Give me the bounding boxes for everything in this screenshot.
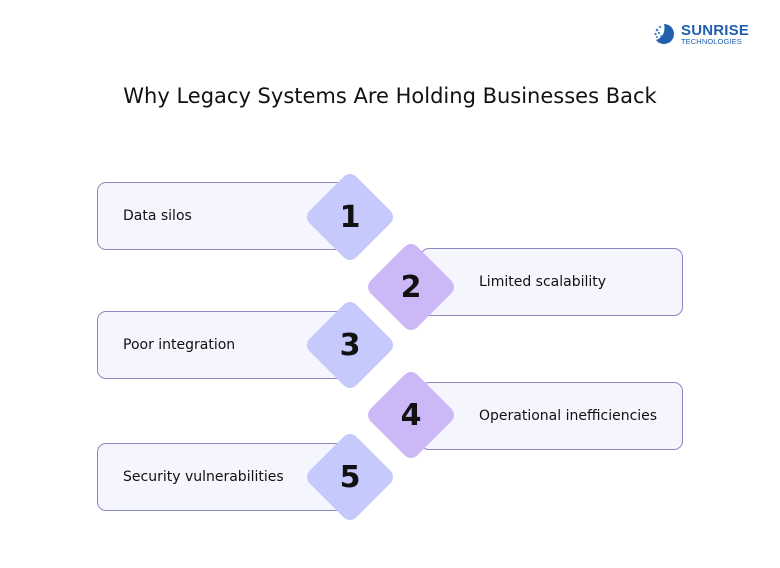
page-title: Why Legacy Systems Are Holding Businesse… xyxy=(123,84,657,108)
item-box-4: Operational inefficiencies xyxy=(420,382,683,450)
item-number-4: 4 xyxy=(400,398,422,433)
item-number-2: 2 xyxy=(400,270,422,305)
sunrise-logo-icon xyxy=(654,24,674,44)
item-number-5: 5 xyxy=(339,460,361,495)
item-number-3: 3 xyxy=(339,328,361,363)
logo-subtitle: TECHNOLOGIES xyxy=(681,36,742,46)
item-label: Poor integration xyxy=(123,337,236,353)
item-box-2: Limited scalability xyxy=(420,248,683,316)
item-label: Security vulnerabilities xyxy=(123,469,284,485)
company-logo: SUNRISE TECHNOLOGIES xyxy=(652,22,749,46)
item-label: Operational inefficiencies xyxy=(479,408,658,424)
item-label: Limited scalability xyxy=(479,274,607,290)
logo-name: SUNRISE xyxy=(681,21,750,39)
item-box-5: Security vulnerabilities xyxy=(97,443,349,511)
item-number-1: 1 xyxy=(339,200,361,235)
item-label: Data silos xyxy=(123,208,192,224)
